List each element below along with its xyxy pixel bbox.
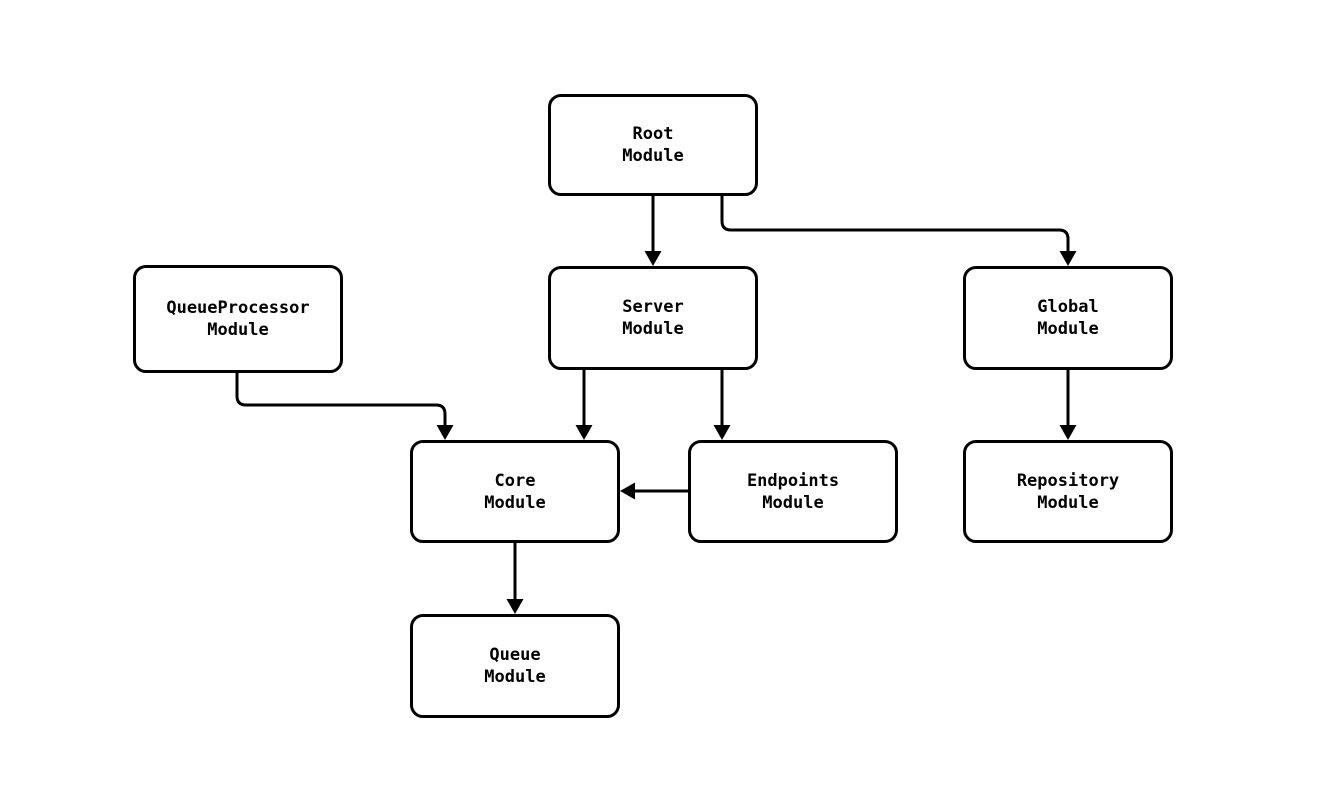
edge-queueprocessor-to-core bbox=[235, 373, 447, 433]
edge-server-to-core-arrowhead bbox=[575, 425, 593, 440]
node-label-secondary: Module bbox=[1037, 492, 1099, 513]
node-label-secondary: Module bbox=[484, 667, 546, 687]
node-label-secondary: Module bbox=[1037, 319, 1099, 339]
edge-root-to-global-arrowhead bbox=[1059, 251, 1077, 266]
edges-group bbox=[235, 196, 1077, 614]
node-label-primary: QueueProcessor bbox=[166, 298, 310, 318]
node-label-secondary: Module bbox=[622, 146, 684, 166]
node-label-secondary: Module bbox=[207, 320, 269, 340]
node-label-secondary: Module bbox=[762, 492, 824, 513]
node-label-primary: Root bbox=[632, 124, 674, 144]
node-label-secondary: Module bbox=[622, 319, 684, 339]
edge-server-to-endpoints-arrowhead bbox=[713, 425, 731, 440]
node-label-primary: Server bbox=[622, 297, 684, 317]
node-label-primary: Endpoints bbox=[746, 470, 840, 491]
edge-endpoints-to-core-arrowhead bbox=[620, 482, 635, 500]
edge-queueprocessor-to-core-arrowhead bbox=[436, 425, 454, 440]
node-label-primary: Repository bbox=[1016, 470, 1120, 491]
node-label-primary: Queue bbox=[489, 645, 541, 665]
edge-core-to-queue-arrowhead bbox=[506, 599, 524, 614]
node-label-secondary: Module bbox=[484, 492, 546, 513]
edge-root-to-server-arrowhead bbox=[644, 251, 662, 266]
node-label-primary: Global bbox=[1037, 297, 1099, 317]
edge-global-to-repository-arrowhead bbox=[1059, 425, 1077, 440]
edge-root-to-global bbox=[720, 196, 1070, 259]
node-label-primary: Core bbox=[494, 470, 536, 491]
